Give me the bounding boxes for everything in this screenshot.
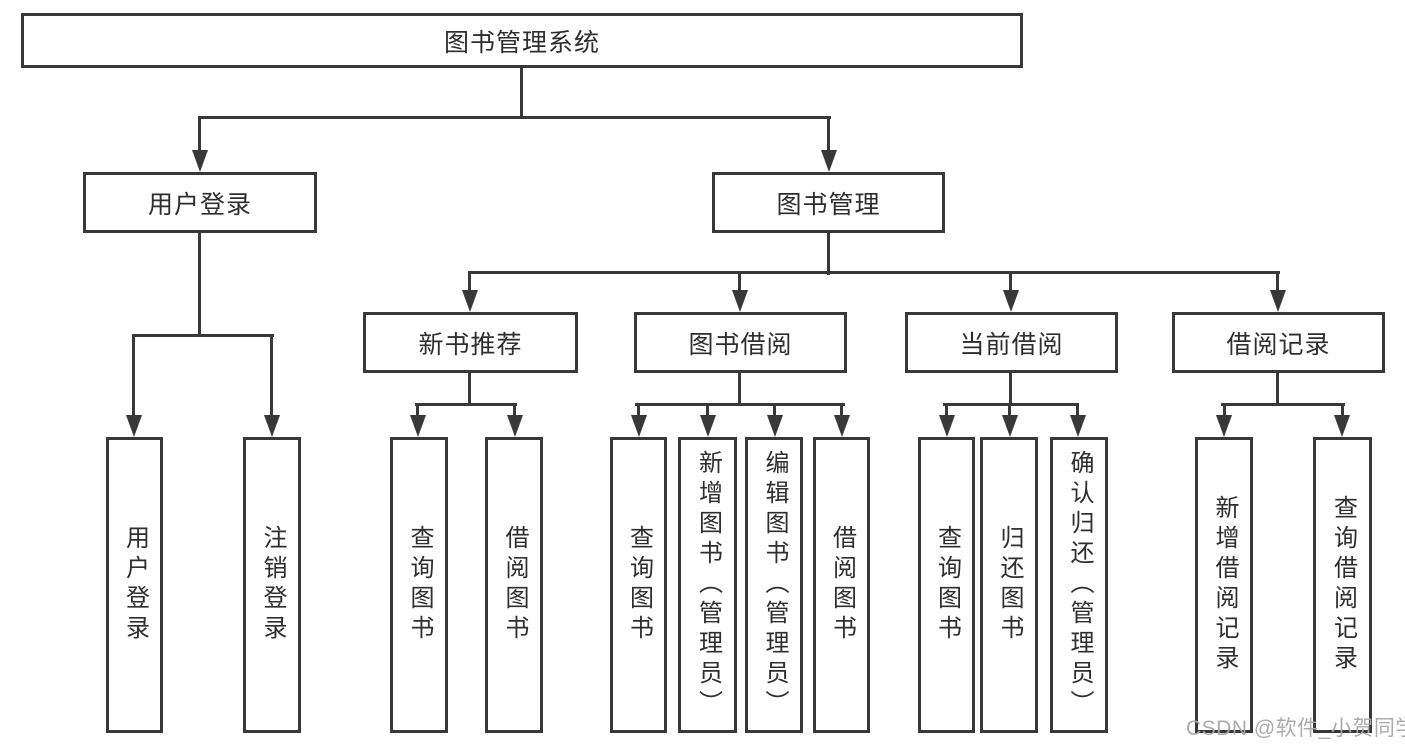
- connector-to-current-borrowing: [1009, 271, 1012, 292]
- arrow-to-book-borrowing: [732, 290, 748, 312]
- connector-cb-splitter: [943, 403, 1079, 406]
- arrow-br-leaf1: [1216, 415, 1232, 437]
- arrow-to-current-borrowing: [1003, 290, 1019, 312]
- arrow-br-leaf2: [1334, 415, 1350, 437]
- arrow-to-book-management: [821, 150, 837, 172]
- connector-br-stem: [1276, 371, 1279, 406]
- connector-cb-stem: [1009, 371, 1012, 406]
- connector-bb-splitter: [635, 403, 845, 406]
- connector-to-user-login: [198, 116, 201, 154]
- leaf-cb-return-books: 归还图书: [980, 437, 1038, 733]
- connector-cb-leaf1: [945, 403, 948, 417]
- leaf-br-query-borrow-record: 查询借阅记录: [1313, 437, 1372, 733]
- connector-bb-leaf3: [773, 403, 776, 417]
- connector-to-book-borrowing: [738, 271, 741, 292]
- arrow-nbr-leaf1: [410, 415, 426, 437]
- arrow-cb-leaf2: [1002, 415, 1018, 437]
- node-user-login: 用户登录: [83, 172, 317, 233]
- leaf-br-add-borrow-record: 新增借阅记录: [1195, 437, 1253, 733]
- connector-book-management-stem: [827, 231, 830, 275]
- connector-bb-stem: [738, 371, 741, 406]
- leaf-cb-confirm-return-admin: 确认归还（管理员）: [1050, 437, 1108, 733]
- leaf-nbr-query-books: 查询图书: [390, 437, 448, 733]
- leaf-user-login: 用户登录: [106, 437, 163, 733]
- arrow-nbr-leaf2: [507, 415, 523, 437]
- connector-nbr-splitter: [415, 403, 517, 406]
- connector-to-leaf-user-login: [132, 334, 135, 417]
- connector-to-leaf-logout: [270, 334, 273, 417]
- node-new-book-recommendation: 新书推荐: [363, 312, 578, 373]
- arrow-to-leaf-logout: [264, 415, 280, 437]
- leaf-cb-query-books: 查询图书: [918, 437, 975, 733]
- connector-to-borrowing-records: [1276, 271, 1279, 292]
- arrow-bb-leaf2: [700, 415, 716, 437]
- connector-nbr-stem: [468, 371, 471, 406]
- leaf-bb-edit-books-admin: 编辑图书（管理员）: [745, 437, 803, 733]
- arrow-to-leaf-user-login: [126, 415, 142, 437]
- connector-to-book-management: [827, 116, 830, 154]
- leaf-bb-borrow-books: 借阅图书: [813, 437, 870, 733]
- node-current-borrowing: 当前借阅: [905, 312, 1118, 373]
- connector-cb-leaf3: [1076, 403, 1079, 417]
- node-root: 图书管理系统: [21, 13, 1023, 68]
- node-book-management: 图书管理: [712, 172, 945, 233]
- arrow-bb-leaf1: [631, 415, 647, 437]
- connector-nbr-leaf2: [513, 403, 516, 417]
- node-borrowing-records: 借阅记录: [1172, 312, 1385, 373]
- leaf-bb-query-books: 查询图书: [610, 437, 667, 733]
- connector-user-login-splitter: [132, 334, 274, 337]
- arrow-to-new-book-recommendation: [462, 290, 478, 312]
- connector-cb-leaf2: [1008, 403, 1011, 417]
- connector-bb-leaf1: [637, 403, 640, 417]
- arrow-bb-leaf3: [767, 415, 783, 437]
- node-book-borrowing: 图书借阅: [634, 312, 847, 373]
- arrow-to-user-login: [192, 150, 208, 172]
- watermark: CSDN @软件_小贺同学: [1186, 717, 1405, 740]
- connector-br-leaf2: [1341, 403, 1344, 417]
- connector-nbr-leaf1: [416, 403, 419, 417]
- arrow-cb-leaf1: [939, 415, 955, 437]
- leaf-nbr-borrow-books: 借阅图书: [485, 437, 543, 733]
- leaf-bb-add-books-admin: 新增图书（管理员）: [678, 437, 737, 733]
- connector-br-leaf1: [1223, 403, 1226, 417]
- arrow-bb-leaf4: [834, 415, 850, 437]
- connector-root-stem: [520, 66, 523, 118]
- connector-book-management-splitter: [468, 271, 1280, 274]
- connector-bb-leaf2: [706, 403, 709, 417]
- connector-br-splitter: [1221, 403, 1345, 406]
- connector-root-splitter: [198, 116, 831, 119]
- connector-to-new-book-recommendation: [468, 271, 471, 292]
- leaf-logout-login: 注销登录: [243, 437, 301, 733]
- arrow-cb-leaf3: [1070, 415, 1086, 437]
- arrow-to-borrowing-records: [1270, 290, 1286, 312]
- connector-user-login-stem: [198, 231, 201, 337]
- connector-bb-leaf4: [840, 403, 843, 417]
